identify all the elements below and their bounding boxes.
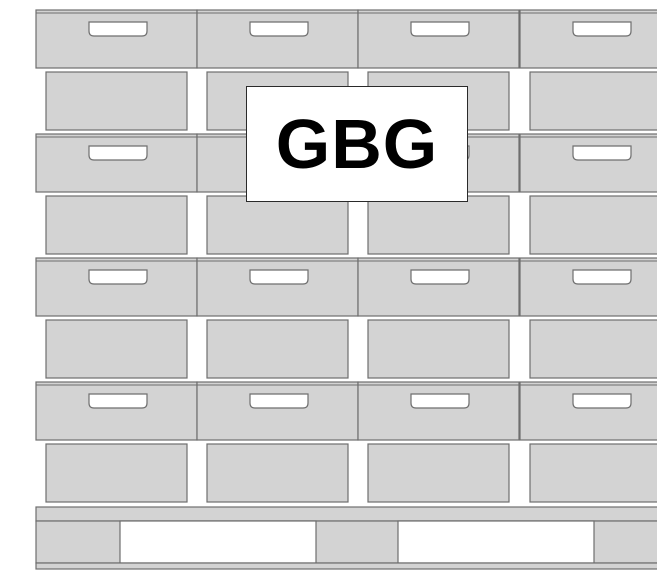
storage-box-icon — [36, 10, 197, 68]
label-box: GBG — [246, 86, 468, 202]
box-body — [207, 196, 348, 254]
box-body — [530, 196, 657, 254]
box-lid — [520, 382, 657, 440]
storage-box-icon — [520, 134, 657, 192]
box-lid — [520, 258, 657, 316]
box-body — [368, 196, 509, 254]
box-body — [46, 196, 187, 254]
box-layer — [36, 258, 657, 378]
box-lid — [520, 134, 657, 192]
box-body — [530, 320, 657, 378]
storage-box-icon — [520, 382, 657, 440]
box-body — [46, 444, 187, 502]
box-body — [207, 444, 348, 502]
box-handle-icon — [89, 270, 147, 284]
box-handle-icon — [250, 270, 308, 284]
box-handle-icon — [411, 22, 469, 36]
storage-box-icon — [358, 258, 519, 316]
label-text: GBG — [276, 109, 438, 179]
box-lid — [197, 382, 358, 440]
pallet-bottom-board — [36, 563, 657, 569]
pallet-top-board — [36, 507, 657, 521]
box-handle-icon — [411, 394, 469, 408]
pallet-opening — [398, 521, 594, 563]
storage-box-icon — [520, 10, 657, 68]
box-handle-icon — [250, 22, 308, 36]
box-body — [46, 72, 187, 130]
box-lid — [358, 10, 519, 68]
storage-box-icon — [358, 382, 519, 440]
box-handle-icon — [573, 22, 631, 36]
box-body — [368, 444, 509, 502]
storage-box-icon — [358, 10, 519, 68]
box-body — [207, 320, 348, 378]
storage-box-icon — [36, 258, 197, 316]
box-lid — [36, 382, 197, 440]
box-body — [530, 444, 657, 502]
box-lid — [358, 258, 519, 316]
box-lid — [197, 258, 358, 316]
storage-box-icon — [197, 10, 358, 68]
pallet-opening — [120, 521, 316, 563]
box-handle-icon — [573, 394, 631, 408]
box-handle-icon — [573, 146, 631, 160]
pallet-icon — [36, 507, 657, 569]
storage-box-icon — [197, 382, 358, 440]
box-lid — [358, 382, 519, 440]
box-lid — [36, 10, 197, 68]
box-body — [46, 320, 187, 378]
box-handle-icon — [411, 270, 469, 284]
box-handle-icon — [89, 22, 147, 36]
box-handle-icon — [89, 394, 147, 408]
storage-box-icon — [197, 258, 358, 316]
storage-box-icon — [520, 258, 657, 316]
box-body — [368, 320, 509, 378]
box-lid — [36, 134, 197, 192]
storage-box-icon — [36, 134, 197, 192]
box-body — [530, 72, 657, 130]
box-lid — [520, 10, 657, 68]
storage-box-icon — [36, 382, 197, 440]
box-stack — [36, 10, 657, 502]
box-handle-icon — [250, 394, 308, 408]
box-lid — [197, 10, 358, 68]
box-layer — [36, 382, 657, 502]
box-handle-icon — [89, 146, 147, 160]
box-lid — [36, 258, 197, 316]
box-handle-icon — [573, 270, 631, 284]
